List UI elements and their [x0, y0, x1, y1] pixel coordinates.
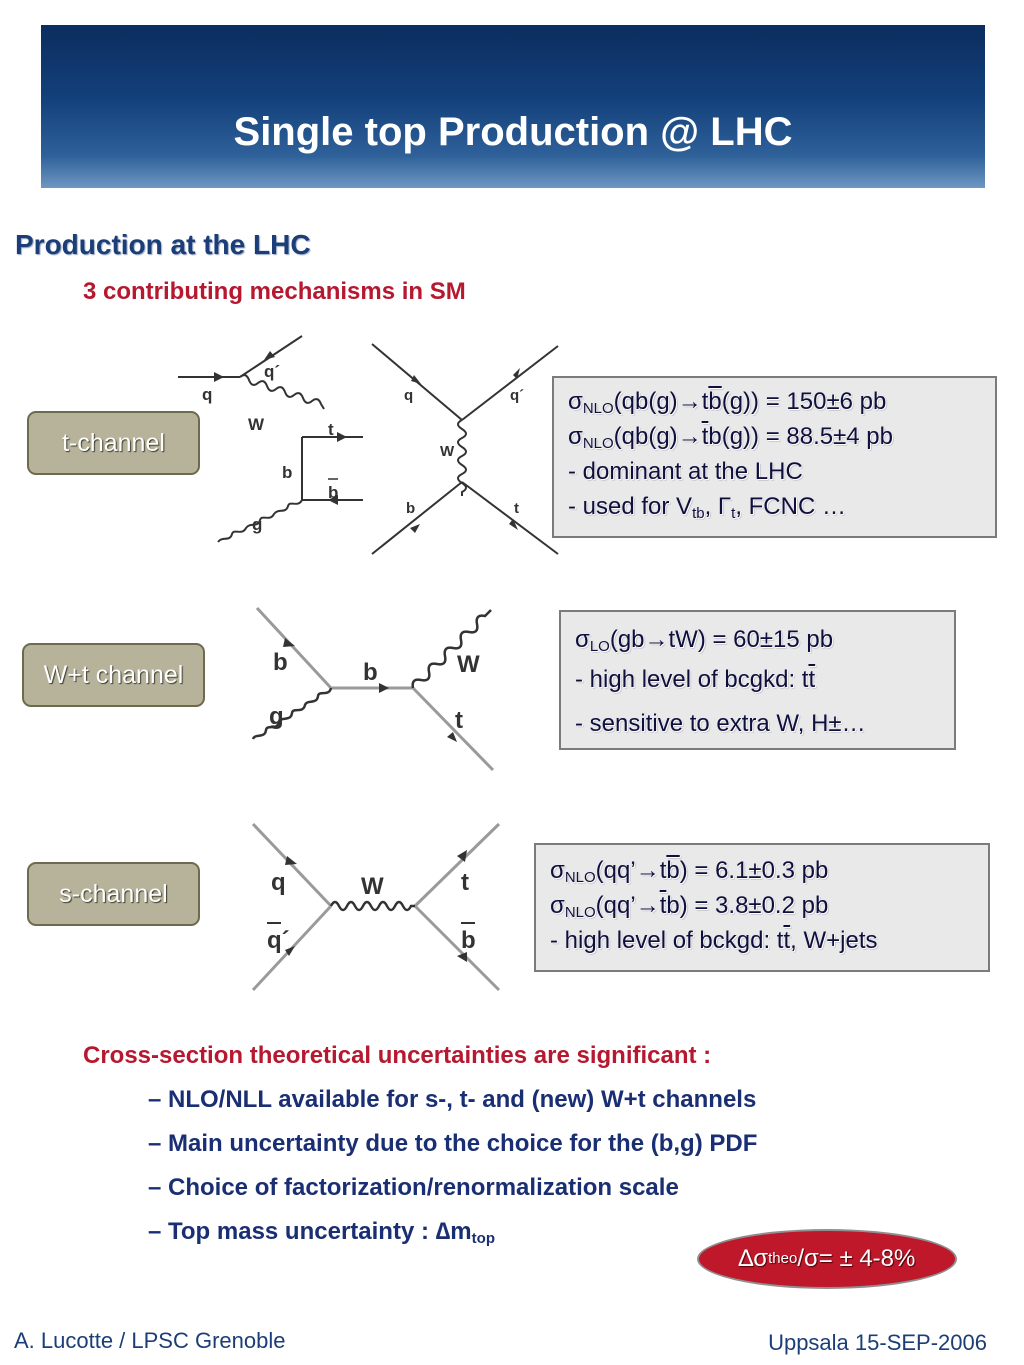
w-boson-line — [329, 900, 415, 912]
label-b: b — [273, 649, 288, 676]
wt-channel-note-sensitive: - sensitive to extra W, H±… — [575, 710, 866, 737]
label-qprime: q´ — [264, 362, 280, 381]
w-boson-line-2 — [457, 419, 467, 496]
label-t: t — [328, 420, 334, 439]
uncertainties-list: – NLO/NLL available for s-, t- and (new)… — [148, 1084, 757, 1260]
bbar-out-line — [413, 904, 501, 992]
arrow-icon — [411, 375, 421, 384]
label-g: g — [252, 515, 262, 534]
label-q: q — [202, 385, 212, 404]
label-w: W — [248, 415, 265, 434]
label-qbar: q´ — [267, 927, 290, 954]
label-bbar: b — [461, 927, 476, 954]
label-g: g — [269, 703, 284, 730]
arrow-icon — [283, 638, 295, 647]
list-item: – Choice of factorization/renormalizatio… — [148, 1174, 679, 1201]
wt-channel-info-box: σLO(gb→tW) = 60±15 pb - high level of bc… — [559, 610, 956, 750]
wt-channel-label: W+t channel — [22, 643, 205, 707]
arrow-icon — [457, 850, 467, 862]
slide-title: Single top Production @ LHC — [233, 110, 793, 154]
t-channel-info-box: σNLO(qb(g)→tb(g)) = 150±6 pb σNLO(qb(g)→… — [552, 376, 997, 538]
t-channel-feynman-diagrams: q q´ W t b b g q q´ W b t — [178, 335, 559, 555]
label-b: b — [282, 463, 292, 482]
b-line-2 — [371, 481, 463, 555]
top-line-2 — [461, 481, 559, 555]
t-channel-note-dominant: - dominant at the LHC — [568, 458, 803, 485]
list-item: – Top mass uncertainty : ∆mtop — [148, 1218, 495, 1247]
section-heading: Production at the LHC — [15, 229, 311, 260]
label-b-2: b — [406, 500, 415, 517]
top-out-line — [413, 822, 501, 908]
s-channel-feynman-diagram: q q´ W t b — [251, 822, 501, 992]
label-q: q — [271, 869, 286, 896]
footer-author: A. Lucotte / LPSC Grenoble — [14, 1328, 286, 1353]
label-t-2: t — [514, 500, 519, 517]
arrow-icon — [447, 732, 457, 742]
arrow-icon — [285, 856, 297, 865]
label-t: t — [461, 869, 469, 896]
title-banner: Single top Production @ LHC — [41, 25, 985, 188]
footer-venue-date: Uppsala 15-SEP-2006 — [768, 1330, 987, 1355]
arrow-icon — [264, 351, 275, 360]
b-in-line — [255, 606, 333, 690]
arrow-icon — [457, 952, 467, 962]
label-bbar: b — [328, 483, 338, 502]
label-qprime-2: q´ — [510, 387, 524, 404]
uncertainties-heading: Cross-section theoretical uncertainties … — [83, 1042, 712, 1069]
s-channel-info-box: σNLO(qq’→tb) = 6.1±0.3 pb σNLO(qq’→tb) =… — [534, 843, 990, 972]
label-t: t — [455, 707, 463, 734]
label-w-2: W — [440, 443, 455, 460]
s-channel-xsec-line-1: σNLO(qq’→tb) = 6.1±0.3 pb — [550, 857, 829, 886]
wt-channel-feynman-diagram: b g b W t — [251, 606, 495, 772]
gluon-line — [217, 499, 303, 543]
arrow-icon — [410, 524, 420, 533]
list-item: – Main uncertainty due to the choice for… — [148, 1130, 758, 1157]
gluon-line — [251, 687, 333, 740]
arrow-icon — [328, 495, 338, 505]
top-out-line — [411, 686, 495, 772]
arrow-icon — [214, 372, 224, 382]
label-q-2: q — [404, 387, 413, 404]
label-w: W — [361, 873, 384, 900]
arrow-icon — [513, 368, 520, 379]
t-channel-xsec-line-2: σNLO(qb(g)→tb(g)) = 88.5±4 pb — [568, 423, 893, 452]
s-channel-xsec-line-2: σNLO(qq’→tb) = 3.8±0.2 pb — [550, 892, 829, 921]
wt-channel-note-bkgd: - high level of bcgkd: tt — [575, 666, 816, 693]
arrow-icon — [509, 519, 518, 530]
list-item: – NLO/NLL available for s-, t- and (new)… — [148, 1086, 757, 1113]
q-in-line — [251, 822, 333, 908]
arrow-icon — [379, 683, 389, 693]
w-boson-line — [239, 374, 325, 410]
t-channel-xsec-line-1: σNLO(qb(g)→tb(g)) = 150±6 pb — [568, 388, 887, 417]
arrow-icon — [337, 432, 347, 442]
t-channel-note-usage: - used for Vtb, Γt, FCNC … — [568, 493, 846, 522]
s-channel-label: s-channel — [27, 862, 200, 926]
s-channel-note-bkgd: - high level of bckgd: tt, W+jets — [550, 927, 878, 954]
quark-out-line-2 — [461, 345, 559, 421]
label-w: W — [457, 651, 480, 678]
section-subtitle: 3 contributing mechanisms in SM — [83, 278, 466, 305]
w-boson-line — [411, 609, 492, 689]
arrow-icon — [285, 946, 295, 956]
label-b-mid: b — [363, 659, 378, 686]
wt-channel-xsec-line: σLO(gb→tW) = 60±15 pb — [575, 626, 834, 655]
t-channel-label: t-channel — [27, 411, 200, 475]
